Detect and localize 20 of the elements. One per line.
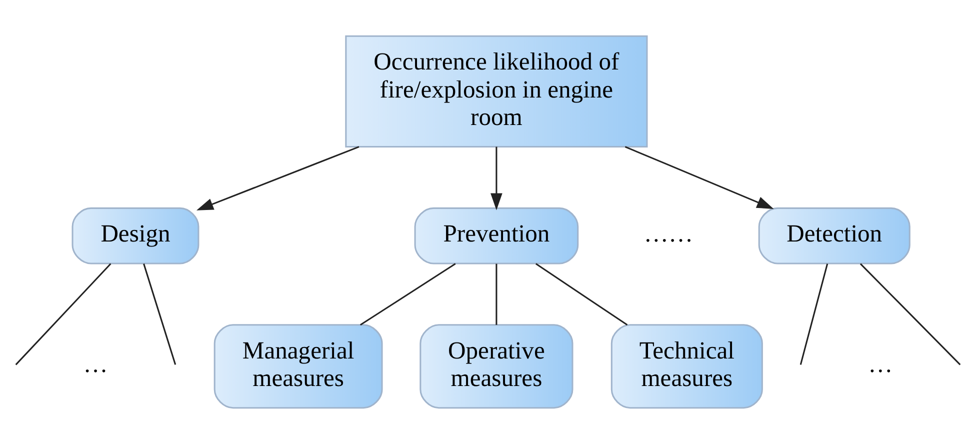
connector: [800, 264, 828, 365]
connector: [143, 264, 176, 365]
node-box: Operative measures: [420, 324, 574, 409]
arrow: [196, 146, 360, 210]
node-box: Technical measures: [610, 324, 763, 409]
node-box: Design: [72, 207, 200, 264]
label: …: [868, 351, 893, 378]
node-box: Occurrence likelihood of fire/explosion in engine room: [345, 35, 648, 148]
connector: [496, 264, 498, 325]
node-box: Managerial measures: [214, 324, 383, 409]
label: ……: [644, 220, 694, 248]
connector: [535, 263, 628, 326]
node-box: Prevention: [414, 207, 579, 264]
connector: [360, 263, 456, 326]
connector: [860, 263, 961, 366]
arrow: [624, 146, 774, 209]
node-box: Detection: [758, 207, 910, 264]
label: …: [83, 351, 108, 378]
connector: [15, 263, 112, 366]
arrow: [490, 146, 502, 210]
